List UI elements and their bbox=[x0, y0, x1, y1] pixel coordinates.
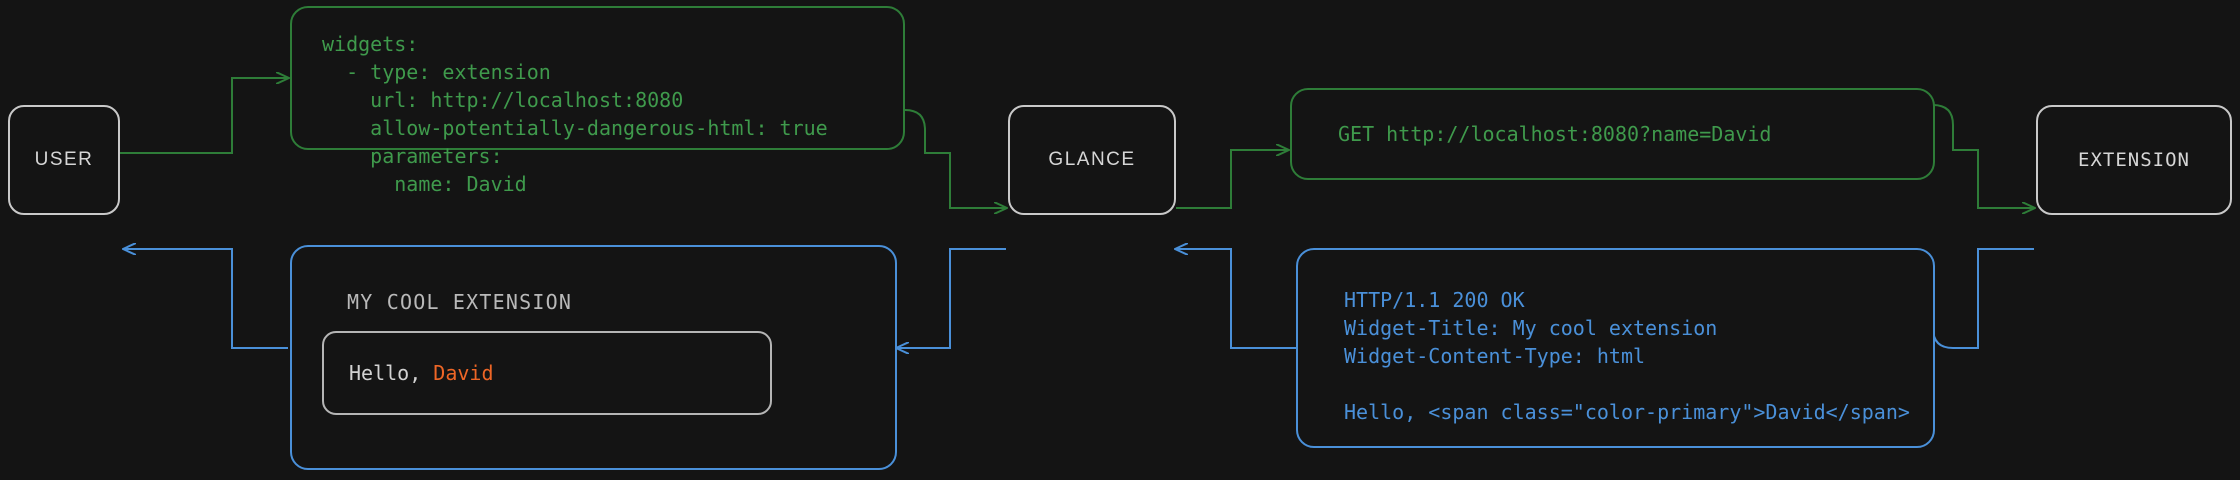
wire-glance-to-request bbox=[1176, 150, 1288, 209]
wire-response-to-glance bbox=[1176, 249, 1306, 349]
config-yaml-text: widgets: - type: extension url: http://l… bbox=[322, 32, 828, 196]
widget-body-prefix: Hello, bbox=[349, 361, 434, 385]
node-glance-label: GLANCE bbox=[1048, 149, 1136, 170]
node-extension-label: EXTENSION bbox=[2078, 149, 2190, 171]
wire-config-to-glance bbox=[904, 109, 1006, 208]
widget-preview-title: MY COOL EXTENSION bbox=[347, 290, 573, 314]
wire-request-to-extension bbox=[1932, 104, 2034, 208]
wire-glance-to-widget bbox=[897, 248, 1006, 348]
http-request-text: GET http://localhost:8080?name=David bbox=[1338, 122, 1772, 146]
wire-user-to-config bbox=[120, 78, 288, 154]
wire-widget-to-user bbox=[124, 249, 288, 349]
panel-config-yaml: widgets: - type: extension url: http://l… bbox=[290, 6, 905, 196]
widget-preview-body-box: Hello, David bbox=[322, 331, 772, 415]
widget-body-accent: David bbox=[433, 361, 494, 385]
http-response-text: HTTP/1.1 200 OK Widget-Title: My cool ex… bbox=[1344, 288, 1910, 424]
panel-widget-preview: MY COOL EXTENSION Hello, David bbox=[290, 245, 897, 470]
panel-http-request: GET http://localhost:8080?name=David bbox=[1290, 88, 1935, 180]
node-user-label: USER bbox=[34, 149, 94, 170]
wire-extension-to-response bbox=[1932, 248, 2034, 349]
panel-http-response: HTTP/1.1 200 OK Widget-Title: My cool ex… bbox=[1296, 248, 1935, 448]
node-user[interactable]: USER bbox=[8, 105, 120, 215]
node-extension[interactable]: EXTENSION bbox=[2036, 105, 2232, 215]
node-glance[interactable]: GLANCE bbox=[1008, 105, 1176, 215]
widget-preview-body: Hello, David bbox=[349, 361, 494, 385]
